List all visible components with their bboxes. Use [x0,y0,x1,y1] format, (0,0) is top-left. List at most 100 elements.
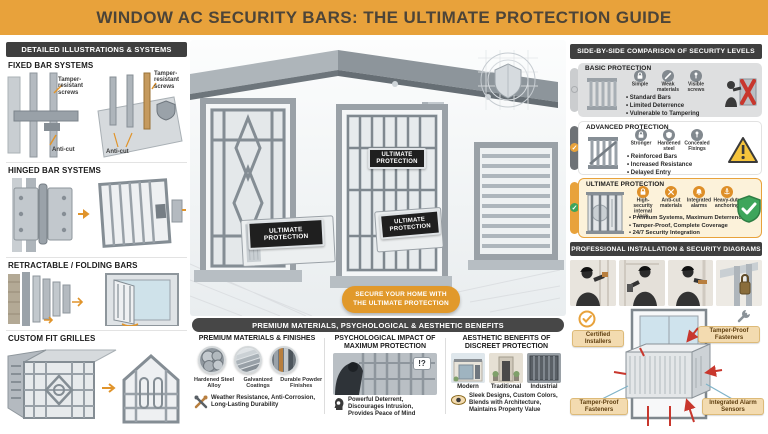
shield-icon [663,129,675,141]
advanced-bullets: Reinforced Bars Increased Resistance Del… [627,154,719,177]
installer-photo-3 [667,260,714,306]
left-divider-2 [6,257,187,258]
fixed-bars-illustration: Tamper-resistant screws Anti-cut Tamper-… [6,71,187,159]
advanced-bullet-2: Increased Resistance [627,162,719,170]
modern-style-image [451,353,485,383]
custom-grilles-illustration [6,344,187,429]
section-title-custom-grilles: CUSTOM FIT GRILLES [8,334,96,343]
window-protection-plate: ULTIMATE PROTECTION [368,148,426,169]
label-anti-cut-right: Anti-cut [106,149,129,155]
basic-icon-label-2: Weak materials [657,81,679,93]
advanced-icon-label-3: Concealed Fixings [684,140,710,152]
basic-icon-label-3: Visible screws [687,81,705,93]
advanced-check-icon: ✓ [570,143,579,152]
advanced-bars-icon [588,137,618,169]
left-column: DETAILED ILLUSTRATIONS & SYSTEMS FIXED B… [6,40,187,429]
advanced-title: ADVANCED PROTECTION [586,124,669,131]
basic-icon-label-1: Simple [631,81,649,87]
advanced-icon-fixings: Concealed Fixings [683,129,711,151]
label-tamper-resistant-screws-right: Tamper-resistant screws [154,71,180,90]
powder-finishes-image [270,346,298,374]
facade-drawing [190,50,564,316]
materials-footer-text: Weather Resistance, Anti-Corrosion, Long… [211,395,316,409]
head-icon [334,398,344,410]
left-column-header: DETAILED ILLUSTRATIONS & SYSTEMS [6,42,187,57]
page-title: WINDOW AC SECURITY BARS: THE ULTIMATE PR… [96,7,672,27]
advanced-protection-panel: ADVANCED PROTECTION Stronger Hardened st… [578,121,762,177]
hinged-bars-illustration [6,176,187,254]
banner-line-1: SECURE YOUR HOME WITH [355,291,447,299]
screw-icon [690,70,702,82]
psych-title: PSYCHOLOGICAL IMPACT OF MAXIMUM PROTECTI… [334,335,436,351]
certified-badge-icon [578,310,596,328]
basic-icon-screws: Visible screws [682,70,710,92]
basic-bullet-1: Standard Bars [626,95,718,103]
ultimate-icon-label-4: Heavy-duty anchoring [713,197,741,209]
section-title-hinged-bars: HINGED BAR SYSTEMS [8,166,101,175]
ac-protection-plate-middle: ULTIMATE PROTECTION [379,209,441,240]
materials-title: PREMIUM MATERIALS & FINISHES [198,335,316,342]
basic-bullet-3: Vulnerable to Tampering [626,111,718,119]
benefits-divider-2 [445,338,446,414]
ultimate-icon-anchor: Heavy-duty anchoring [713,186,741,214]
materials-footer: Weather Resistance, Anti-Corrosion, Long… [194,395,322,409]
left-header-label: DETAILED ILLUSTRATIONS & SYSTEMS [21,45,172,54]
section-title-retractable-bars: RETRACTABLE / FOLDING BARS [8,261,138,270]
basic-bullets: Standard Bars Limited Deterrence Vulnera… [626,95,718,118]
aesthetic-label-3: Industrial [530,384,558,390]
aesthetic-label-2: Traditional [490,384,522,390]
bubble-text: !? [418,359,426,368]
comparison-header-label: SIDE-BY-SIDE COMPARISON OF SECURITY LEVE… [577,48,755,55]
crossed-tools-footer-icon [194,395,208,409]
warning-triangle-icon [728,137,758,163]
psych-panel: PSYCHOLOGICAL IMPACT OF MAXIMUM PROTECTI… [328,335,442,417]
psych-footer: Powerful Deterrent, Discourages Intrusio… [332,397,442,419]
comparison-header: SIDE-BY-SIDE COMPARISON OF SECURITY LEVE… [570,44,762,59]
aesthetic-label-1: Modern [457,384,479,390]
advanced-bullet-1: Reinforced Bars [627,154,719,162]
basic-protection-panel: BASIC PROTECTION Simple Weak materials [578,63,762,117]
industrial-style-image [527,353,561,383]
basic-icon-simple: Simple [626,70,654,92]
benefits-header-label: PREMIUM MATERIALS, PSYCHOLOGICAL & AESTH… [252,320,504,330]
label-anti-cut-left: Anti-cut [52,147,75,153]
thought-bubble: !? [413,357,431,370]
ultimate-ac-bars-icon [586,192,624,234]
security-diagram: Certified Installers Tamper-Proof Fasten… [570,308,764,429]
section-title-fixed-bars: FIXED BAR SYSTEMS [8,61,94,70]
tamper-proof-chip-bottom: Tamper-Proof Fasteners [570,398,628,415]
benefits-strip: PREMIUM MATERIALS, PSYCHOLOGICAL & AESTH… [190,318,566,418]
certified-installers-chip: Certified Installers [572,330,624,347]
alarm-sensors-chip: Integrated Alarm Sensors [702,398,764,415]
benefits-header: PREMIUM MATERIALS, PSYCHOLOGICAL & AESTH… [192,318,564,332]
steel-alloy-image [198,346,226,374]
high-security-lock-icon [637,186,649,198]
aesthetic-title: AESTHETIC BENEFITS OF DISCREET PROTECTIO… [462,335,551,351]
basic-tab [570,68,579,112]
basic-level-circle-icon [571,86,578,93]
tamper-proof-chip-top: Tamper-Proof Fasteners [698,326,760,343]
installer-photo-1 [570,260,616,306]
aesthetic-thumbs [451,353,561,383]
wrench-icon [737,310,750,323]
materials-label-3: Durable Powder Finishes [280,376,322,389]
installation-header-label: PROFESSIONAL INSTALLATION & SECURITY DIA… [571,245,761,253]
basic-bullet-2: Limited Deterrence [626,103,718,111]
ultimate-icon-label-3: Integrated alarms [686,197,712,209]
ultimate-check-icon: ✓ [570,203,579,212]
ultimate-bullets: Premium Systems, Maximum Deterrence Tamp… [629,215,751,238]
anchor-icon [721,186,733,198]
concealed-screw-icon [691,129,703,141]
materials-label-2: Galvanized Coatings [243,376,273,389]
retractable-bars-drawing [8,272,179,327]
basic-icons-row: Simple Weak materials Visible screws [626,70,710,92]
ultimate-title: ULTIMATE PROTECTION [586,181,665,188]
ultimate-bullet-1: Premium Systems, Maximum Deterrence [629,215,751,223]
aesthetic-labels: Modern Traditional Industrial [449,384,564,390]
psych-image: !? [333,353,437,395]
basic-bars-icon [587,78,617,110]
advanced-icon-label-2: Hardened steel [657,140,681,152]
aesthetic-footer-text: Sleek Designs, Custom Colors, Blends wit… [469,393,558,414]
ultimate-protection-panel: ULTIMATE PROTECTION High-security intern… [578,178,762,238]
lock-icon [634,70,646,82]
